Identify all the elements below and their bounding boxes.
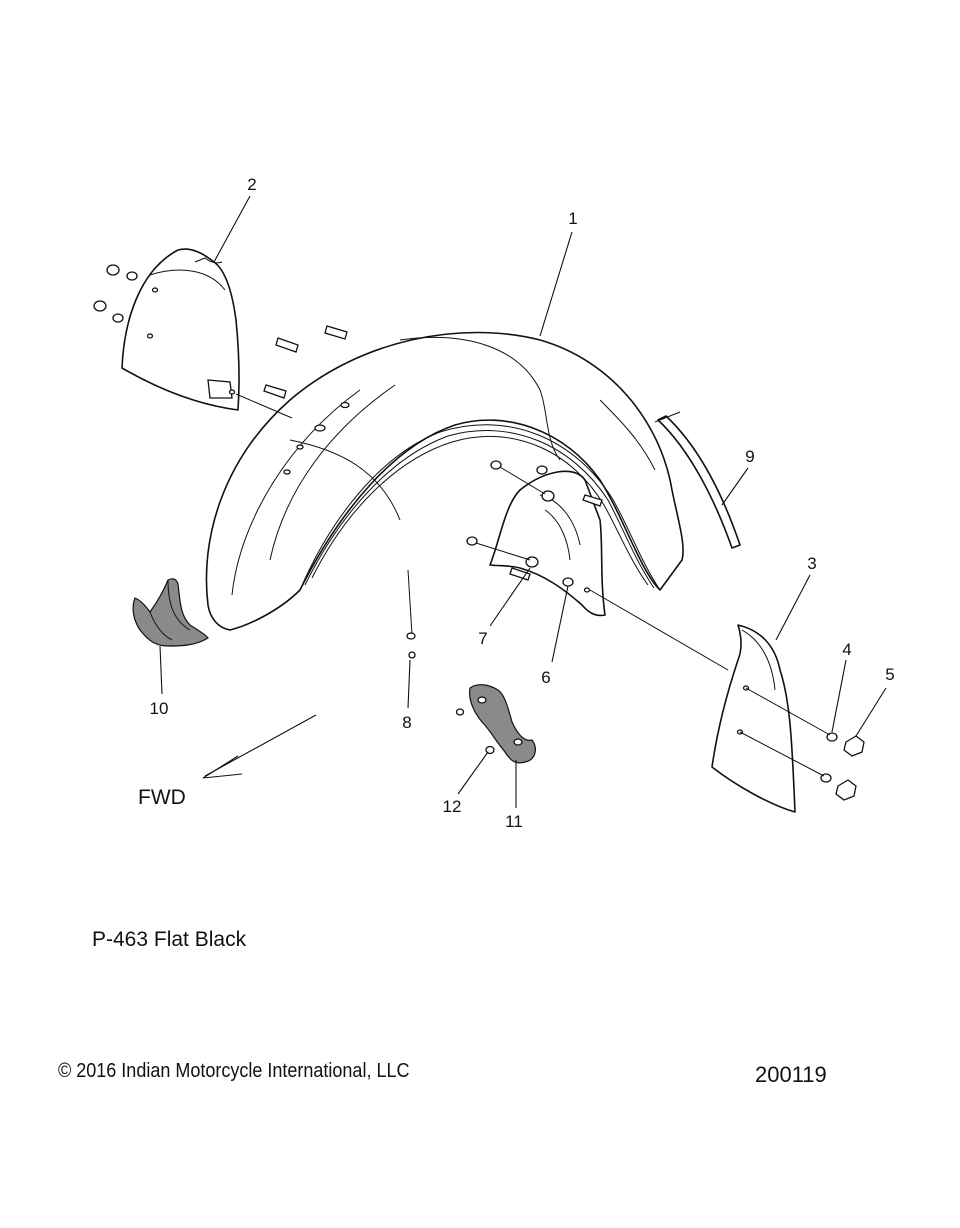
hardware-group bbox=[93, 264, 865, 801]
callout-2: 2 bbox=[247, 175, 256, 194]
callout-10: 10 bbox=[150, 699, 169, 718]
callout-7: 7 bbox=[478, 629, 487, 648]
callout-9: 9 bbox=[745, 447, 754, 466]
front-fender bbox=[205, 331, 684, 631]
callout-8: 8 bbox=[402, 713, 411, 732]
fender-emblem bbox=[132, 578, 209, 647]
callout-3: 3 bbox=[807, 554, 816, 573]
leader-lines bbox=[159, 195, 887, 808]
wire-harness bbox=[406, 569, 416, 659]
diagram-number: 200119 bbox=[755, 1062, 827, 1087]
callout-1: 1 bbox=[568, 209, 577, 228]
callout-12: 12 bbox=[443, 797, 462, 816]
callout-11: 11 bbox=[505, 812, 523, 831]
forward-label: FWD bbox=[138, 786, 186, 809]
copyright-notice: © 2016 Indian Motorcycle International, … bbox=[58, 1060, 410, 1082]
fender-brace bbox=[469, 684, 536, 764]
forward-arrow: FWD bbox=[138, 714, 317, 809]
fender-tip-rear bbox=[711, 624, 796, 813]
fender-tip-front bbox=[121, 248, 240, 411]
assembly-lines bbox=[235, 393, 831, 777]
callout-4: 4 bbox=[842, 640, 851, 659]
callout-5: 5 bbox=[885, 665, 894, 684]
callout-6: 6 bbox=[541, 668, 550, 687]
trim-strip bbox=[654, 411, 741, 549]
paint-note: P-463 Flat Black bbox=[92, 928, 247, 951]
callout-numbers: 1 2 3 4 5 6 7 8 9 10 11 12 bbox=[150, 175, 895, 831]
